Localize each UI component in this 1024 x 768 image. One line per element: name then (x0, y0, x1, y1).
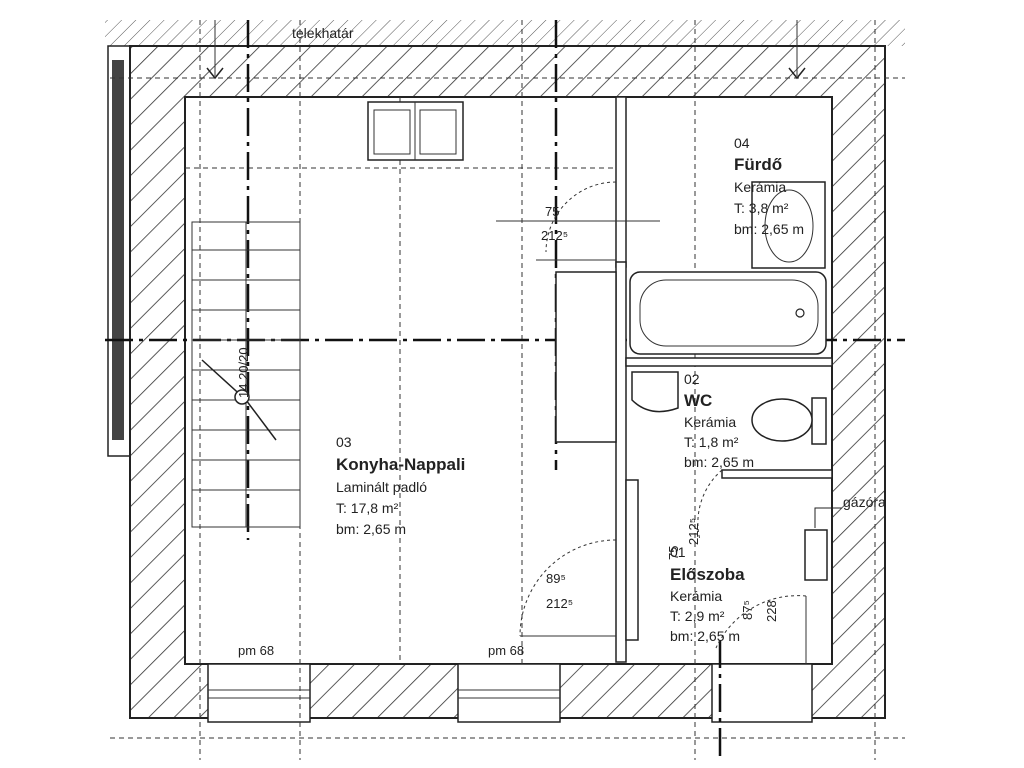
bath-number: 04 (734, 135, 750, 151)
plot-boundary-label: telekhatár (292, 25, 354, 41)
kitchen-area: T: 17,8 m² (336, 500, 399, 516)
stair-label: 14 20/20 (236, 347, 251, 398)
neighbour-strip-top (105, 20, 905, 46)
window-mid-label: pm 68 (488, 643, 524, 658)
wc-washbasin (631, 371, 679, 413)
kitchen-door-width: 89⁵ (546, 571, 566, 586)
wc-floor: Kerámia (684, 414, 736, 430)
kitchen-number: 03 (336, 434, 352, 450)
hall-name: Előszoba (670, 565, 745, 584)
kitchen-height: bm: 2,65 m (336, 521, 406, 537)
wc-height: bm: 2,65 m (684, 454, 754, 470)
bath-area: T: 3,8 m² (734, 200, 789, 216)
partition-bath-kitchen (615, 96, 627, 268)
door-entry (715, 595, 807, 649)
window-left (207, 663, 311, 723)
bathtub (629, 271, 827, 355)
partition-wc-hall (721, 469, 833, 479)
kitchen-name: Konyha-Nappali (336, 455, 465, 474)
wc-door-width: 75 (666, 546, 681, 560)
kitchen-door-height: 212⁵ (546, 596, 573, 611)
entry-door-height: 228 (764, 600, 779, 622)
partition-wc-kitchen (615, 261, 627, 663)
bath-height: bm: 2,65 m (734, 221, 804, 237)
wc-bowl (751, 398, 813, 442)
bath-door-height: 212⁵ (541, 228, 568, 243)
gas-meter-label: gázóra (843, 494, 886, 510)
entry-opening (711, 663, 813, 723)
bath-floor: Kerámia (734, 179, 786, 195)
wc-area: T: 1,8 m² (684, 434, 739, 450)
wc-tank (811, 397, 827, 445)
wc-name: WC (684, 391, 712, 410)
entry-door-width: 87⁵ (740, 600, 755, 620)
window-mid (457, 663, 561, 723)
window-left-label: pm 68 (238, 643, 274, 658)
hall-area: T: 2,9 m² (670, 608, 725, 624)
hall-height: bm: 2,65 m (670, 628, 740, 644)
door-kitchen (519, 539, 617, 637)
kitchen-floor: Laminált padló (336, 479, 427, 495)
staircase (191, 221, 301, 528)
wc-number: 02 (684, 371, 700, 387)
neighbour-strip-left-inner (112, 60, 124, 440)
kitchen-counter (555, 271, 617, 443)
door-bath (545, 181, 617, 253)
hall-number: 01 (670, 544, 686, 560)
door-wc (697, 469, 723, 541)
gas-meter-box (804, 529, 828, 581)
partition-hall-inner (625, 479, 639, 641)
wc-door-height: 212⁵ (686, 518, 701, 545)
partition-bath-wc (625, 357, 833, 367)
bath-name: Fürdő (734, 155, 782, 174)
bath-door-width: 75 (545, 204, 559, 219)
hall-floor: Kerámia (670, 588, 722, 604)
